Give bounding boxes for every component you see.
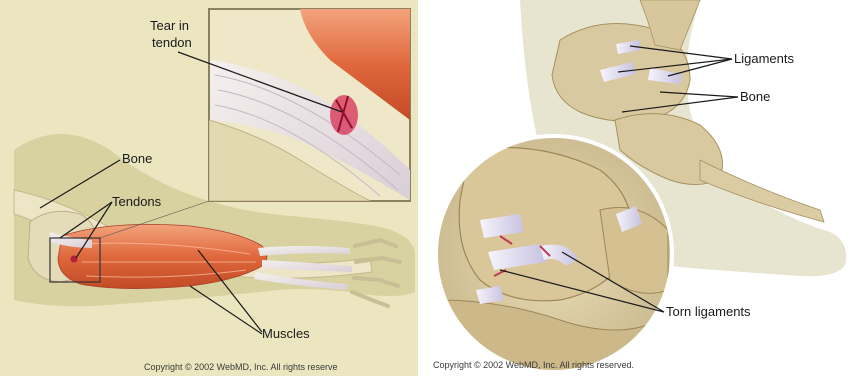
label-tear-line1: Tear in (150, 18, 189, 33)
right-panel: Ligaments Bone Torn ligaments Copyright … (430, 0, 848, 376)
label-muscles: Muscles (262, 326, 310, 341)
copyright-right: Copyright © 2002 WebMD, Inc. All rights … (433, 360, 634, 370)
tendon-inset (209, 9, 410, 201)
label-ligaments: Ligaments (734, 51, 794, 66)
left-panel: Tear in tendon Bone Tendons Muscles Copy… (0, 0, 418, 376)
panel-divider (418, 0, 430, 376)
label-tendons: Tendons (112, 194, 162, 209)
ankle-inset (436, 136, 672, 376)
label-torn-ligaments: Torn ligaments (666, 304, 751, 319)
label-bone-left: Bone (122, 151, 152, 166)
label-tear-line2: tendon (152, 35, 192, 50)
copyright-left: Copyright © 2002 WebMD, Inc. All rights … (144, 362, 338, 372)
label-bone-right: Bone (740, 89, 770, 104)
